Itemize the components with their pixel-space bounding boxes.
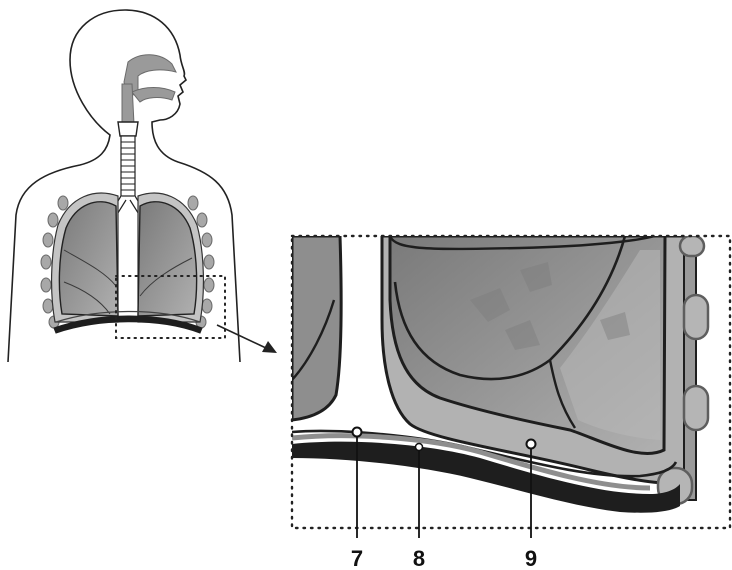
- oral-airway: [132, 88, 175, 103]
- zoom-chest-wall: [684, 236, 696, 500]
- callout-8-label: 8: [413, 546, 425, 570]
- callout-9-marker: [527, 440, 536, 449]
- zoom-left-lung: [292, 236, 341, 420]
- callout-8-marker: [416, 444, 423, 451]
- larynx: [118, 122, 138, 136]
- callout-9-label: 9: [525, 546, 537, 570]
- zoom-arrow: [217, 325, 277, 353]
- torso-figure: [8, 10, 240, 362]
- pharynx: [122, 84, 134, 124]
- callout-7-label: 7: [351, 546, 363, 570]
- callout-7-marker: [353, 428, 362, 437]
